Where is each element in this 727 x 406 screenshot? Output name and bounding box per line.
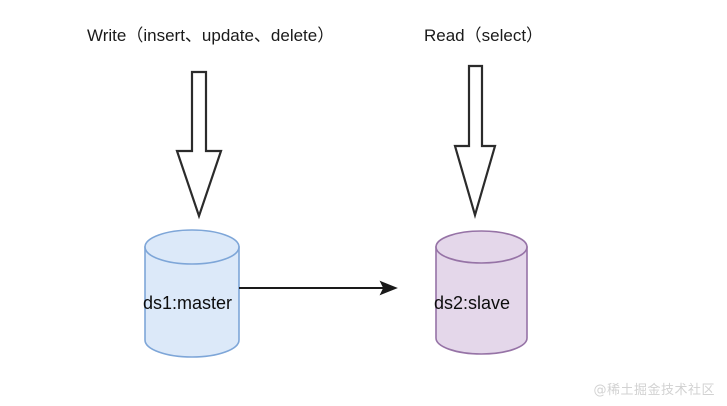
watermark-text: @稀土掘金技术社区 bbox=[593, 383, 715, 398]
write-block-arrow-icon bbox=[175, 70, 223, 220]
replication-arrow-icon bbox=[239, 280, 398, 296]
ds2-cylinder-top bbox=[435, 230, 528, 264]
read-block-arrow-icon bbox=[453, 64, 497, 219]
ds1-cylinder-body bbox=[144, 246, 240, 358]
node-ds1-label: ds1:master bbox=[143, 293, 233, 313]
read-operation-label: Read（select） bbox=[424, 26, 544, 45]
ds2-cylinder-body bbox=[435, 246, 528, 355]
node-ds2-slave[interactable] bbox=[435, 230, 528, 355]
ds1-cylinder-top bbox=[144, 229, 240, 265]
node-ds1-master[interactable] bbox=[144, 229, 240, 358]
node-ds2-label: ds2:slave bbox=[434, 293, 511, 313]
write-operation-label: Write（insert、update、delete） bbox=[87, 26, 335, 45]
